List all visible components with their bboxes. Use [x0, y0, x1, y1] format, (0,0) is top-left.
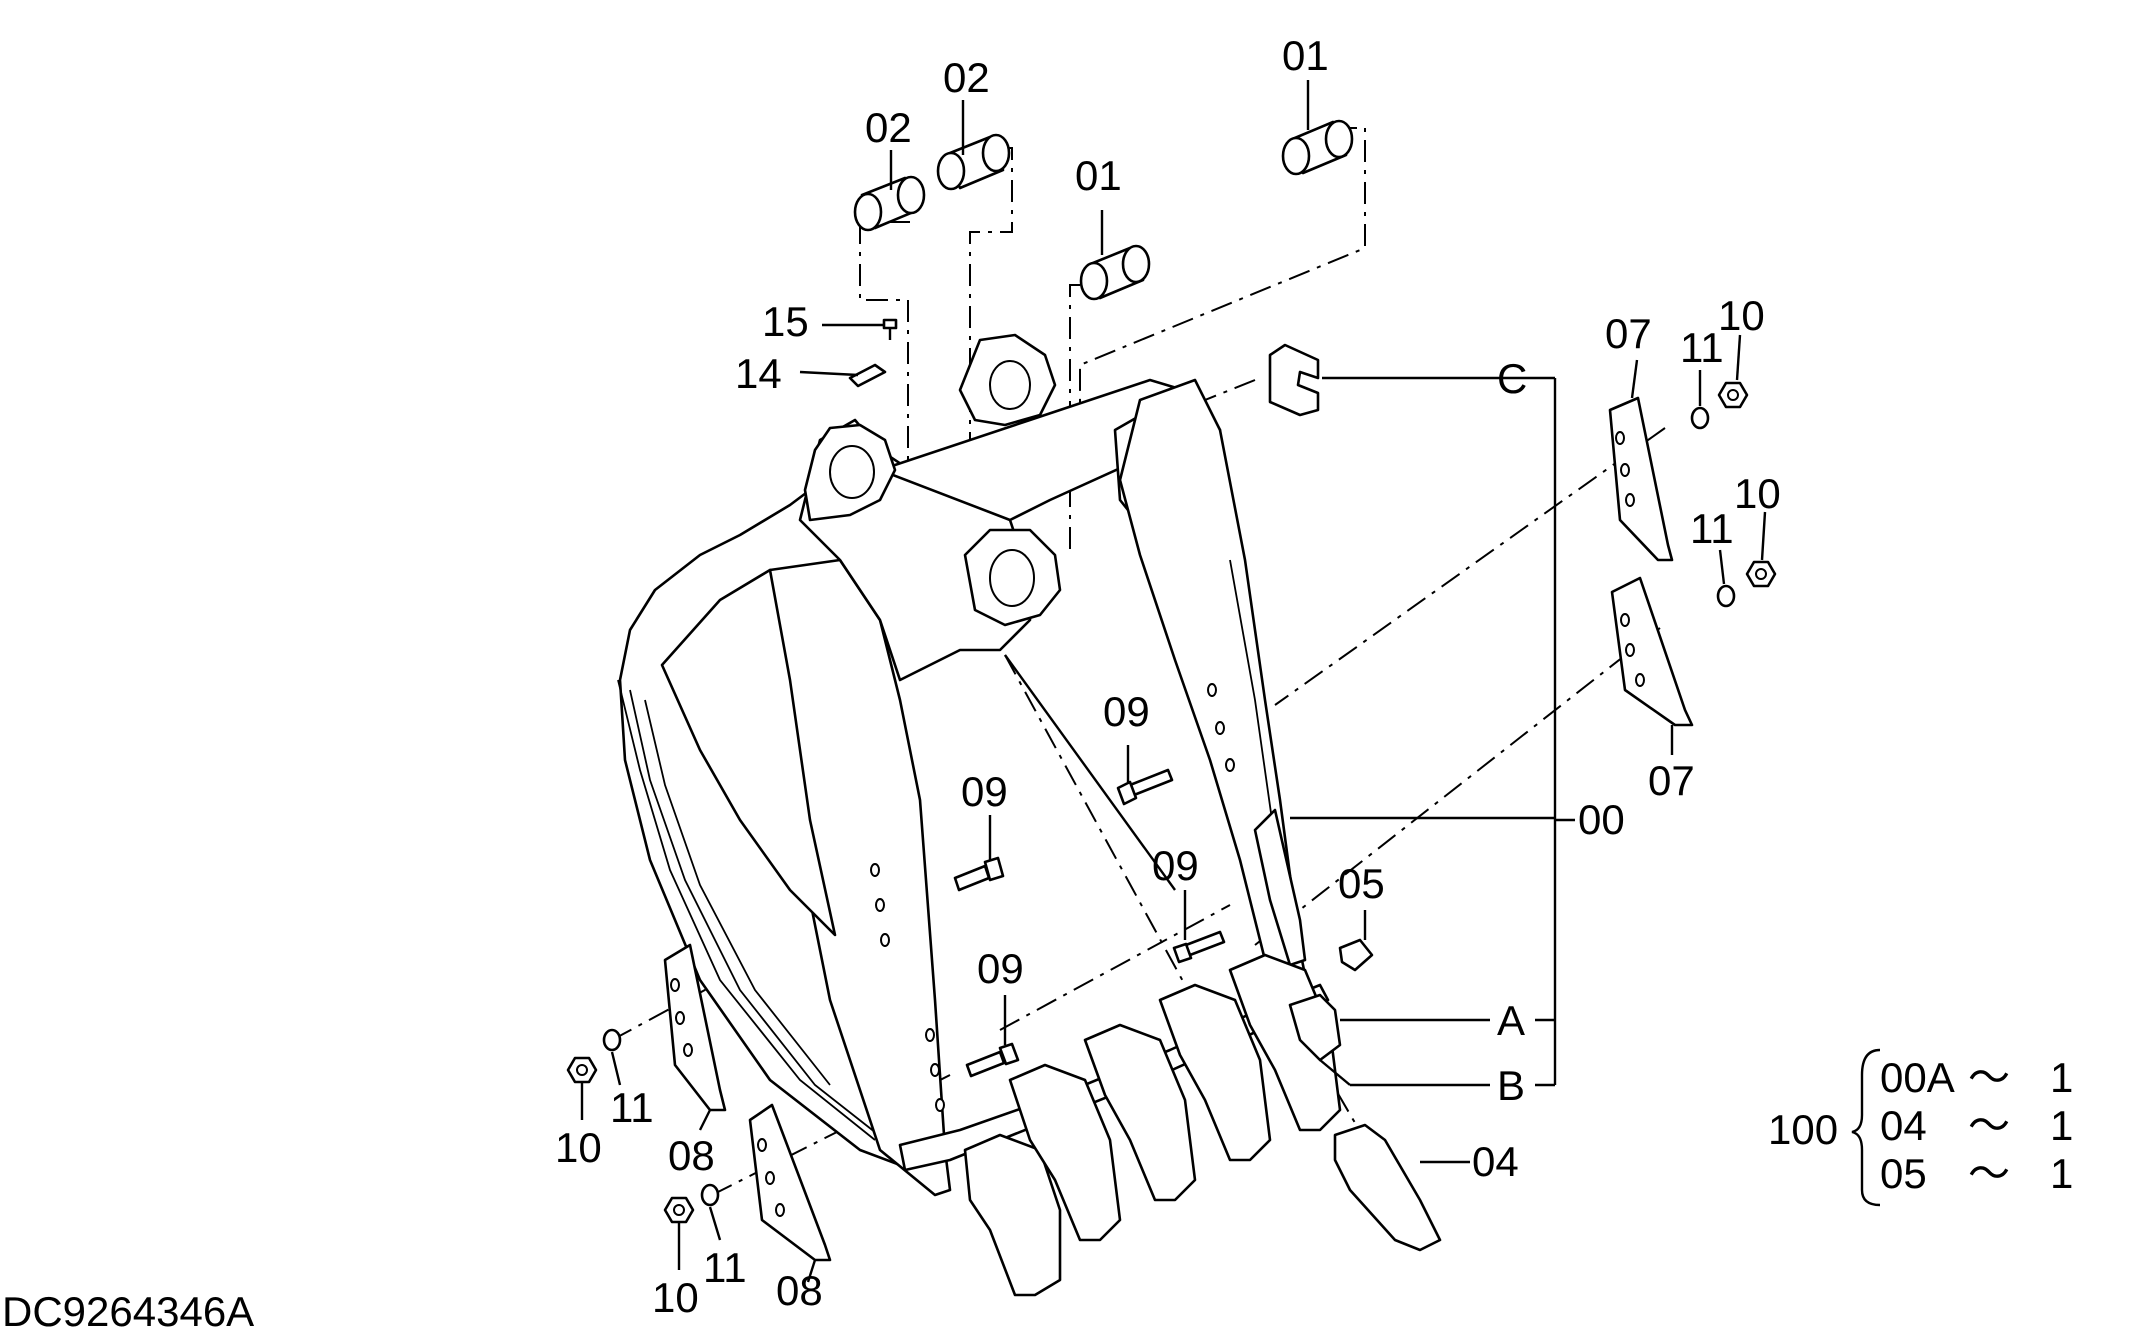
- teeth-and-adapters: [963, 938, 1442, 1297]
- side-cutters-08: [663, 943, 832, 1262]
- callout-11: 11: [1680, 324, 1724, 371]
- callout-C: C: [1497, 355, 1527, 402]
- part-C-clip: [1268, 343, 1320, 417]
- kit-item-sym: ～: [1968, 1102, 2010, 1149]
- callout-09: 09: [1152, 842, 1199, 889]
- callout-10: 10: [555, 1124, 602, 1171]
- side-cutters-07: [1608, 396, 1694, 727]
- kit-item-sym: ～: [1968, 1054, 2010, 1101]
- callout-07: 07: [1648, 757, 1695, 804]
- kit-item-qty: 1: [2050, 1054, 2073, 1101]
- callout-11: 11: [1690, 505, 1734, 552]
- callout-09: 09: [1103, 688, 1150, 735]
- nuts-and-washers: [566, 381, 1777, 1224]
- kit-label: 100: [1768, 1106, 1838, 1153]
- callout-07: 07: [1605, 310, 1652, 357]
- callout-05: 05: [1338, 860, 1385, 907]
- bushings: [853, 119, 1354, 301]
- callout-10: 10: [652, 1274, 699, 1321]
- bushing-02b: [936, 133, 1011, 191]
- bushing-01a: [1079, 244, 1151, 301]
- bushing-02a: [853, 175, 926, 232]
- callout-08: 08: [776, 1267, 823, 1314]
- kit-item-sym: ～: [1968, 1150, 2010, 1197]
- kit-item-code: 05: [1880, 1150, 1927, 1197]
- callout-09: 09: [977, 945, 1024, 992]
- callout-02: 02: [865, 104, 912, 151]
- callout-08: 08: [668, 1132, 715, 1179]
- bolts-09: [953, 768, 1226, 1078]
- bushing-01b: [1281, 119, 1354, 176]
- callout-B: B: [1497, 1062, 1525, 1109]
- mounting-holes: [870, 683, 1235, 1112]
- leader-lines: [580, 80, 1767, 1283]
- callout-A: A: [1497, 997, 1525, 1044]
- callout-15: 15: [762, 298, 809, 345]
- callout-01: 01: [1282, 32, 1329, 79]
- drawing-id: DC9264346A: [2, 1288, 254, 1335]
- callout-11: 11: [703, 1244, 747, 1291]
- callout-02: 02: [943, 54, 990, 101]
- callout-labels: 02 02 01 01 15 14 C 07 11 10 11 10 07 00…: [555, 32, 1781, 1321]
- callout-00: 00: [1578, 796, 1625, 843]
- small-parts-top: [848, 318, 898, 388]
- kit-item-qty: 1: [2050, 1102, 2073, 1149]
- callout-14: 14: [735, 350, 782, 397]
- callout-11: 11: [610, 1084, 654, 1131]
- kit-quantity-table: 100 00A ～ 1 04 ～ 1 05 ～ 1: [1768, 1048, 2073, 1207]
- callout-01: 01: [1075, 152, 1122, 199]
- callout-10: 10: [1718, 292, 1765, 339]
- callout-10: 10: [1734, 470, 1781, 517]
- callout-04: 04: [1472, 1138, 1519, 1185]
- callout-09: 09: [961, 768, 1008, 815]
- kit-item-code: 04: [1880, 1102, 1927, 1149]
- kit-item-code: 00A: [1880, 1054, 1955, 1101]
- kit-item-qty: 1: [2050, 1150, 2073, 1197]
